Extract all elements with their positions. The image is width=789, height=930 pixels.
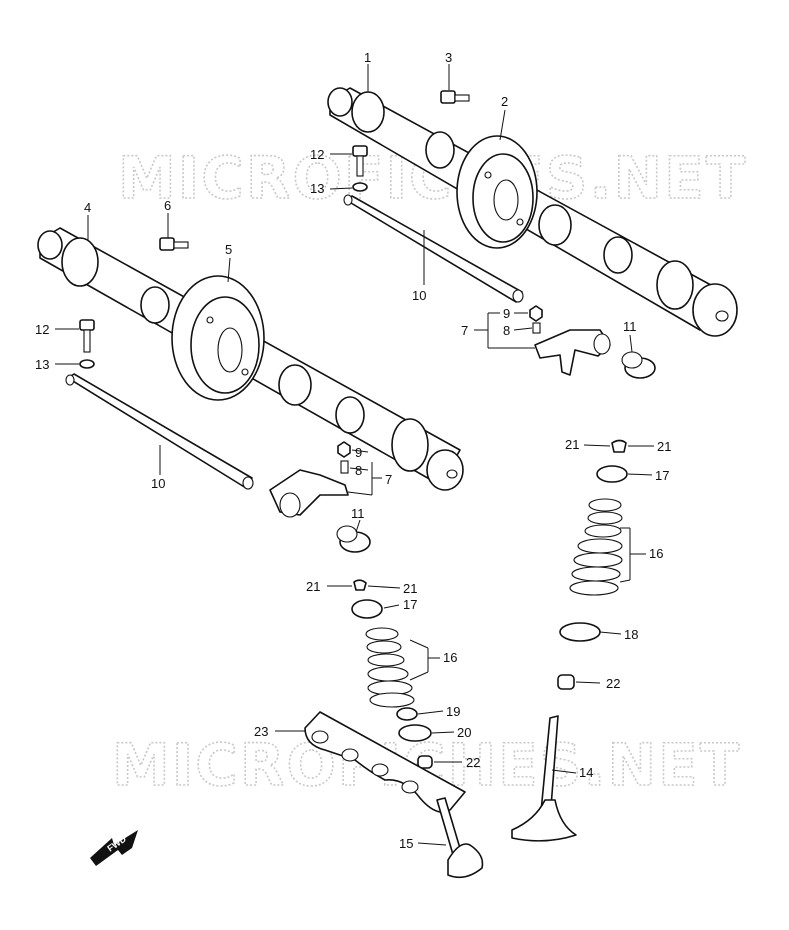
callout-21-right-b: 21: [657, 439, 671, 454]
valve-seal-left: [417, 755, 433, 769]
callout-12-lower: 12: [35, 322, 49, 337]
callout-10-upper: 10: [412, 288, 426, 303]
bolt-12-upper: [352, 145, 368, 177]
valve-cotter-right: [611, 439, 627, 453]
cam-sprocket-upper: [456, 135, 538, 249]
callout-6: 6: [164, 198, 171, 213]
head-plate: [304, 711, 466, 813]
callout-18: 18: [624, 627, 638, 642]
rocker-arm-upper: [534, 329, 611, 376]
callout-17-left: 17: [403, 597, 417, 612]
valve-retainer-left: [351, 599, 383, 619]
callout-8-lower: 8: [355, 463, 362, 478]
cam-sprocket-lower: [171, 275, 265, 401]
spring-washer-left: [398, 724, 432, 742]
washer-13-upper: [352, 182, 368, 192]
callout-17-right: 17: [655, 468, 669, 483]
callout-12-upper: 12: [310, 147, 324, 162]
callout-16-right: 16: [649, 546, 663, 561]
callout-19: 19: [446, 704, 460, 719]
callout-20: 20: [457, 725, 471, 740]
rocker-arm-lower: [269, 469, 349, 518]
callout-7-lower: 7: [385, 472, 392, 487]
callout-8-upper: 8: [503, 323, 510, 338]
callout-2: 2: [501, 94, 508, 109]
valve-left: [436, 797, 484, 879]
callout-21-left-a: 21: [306, 579, 320, 594]
callout-3: 3: [445, 50, 452, 65]
adjuster-nut-lower: [337, 441, 351, 458]
spring-seat-inner-left: [396, 707, 418, 721]
callout-labels: 1 2 3 4 5 6 7 7 8 8 9 9 10 10 11 11 12 1…: [35, 50, 671, 851]
bolt-12-lower: [79, 319, 95, 353]
callout-16-left: 16: [443, 650, 457, 665]
rocker-shaft-upper: [343, 194, 524, 303]
washer-13-lower: [79, 359, 95, 369]
callout-13-lower: 13: [35, 357, 49, 372]
callout-1: 1: [364, 50, 371, 65]
valve-spring-right: [569, 498, 623, 596]
rocker-shaft-lower: [65, 373, 254, 490]
adjuster-nut-upper: [529, 305, 543, 322]
sprocket-bolt-upper: [440, 90, 470, 104]
callout-5: 5: [225, 242, 232, 257]
valve-seal-right: [557, 674, 575, 690]
rocker-spring-upper: [621, 351, 656, 379]
rocker-spring-lower: [336, 525, 371, 553]
callout-9-lower: 9: [355, 445, 362, 460]
callout-11-lower: 11: [351, 506, 365, 521]
callout-22-right: 22: [606, 676, 620, 691]
callout-22-left: 22: [466, 755, 480, 770]
valve-spring-left: [365, 627, 415, 708]
callout-11-upper: 11: [623, 319, 637, 334]
callout-4: 4: [84, 200, 91, 215]
callout-21-right-a: 21: [565, 437, 579, 452]
callout-23: 23: [254, 724, 268, 739]
valve-retainer-right: [596, 465, 628, 483]
callout-15: 15: [399, 836, 413, 851]
callout-10-lower: 10: [151, 476, 165, 491]
callout-14: 14: [579, 765, 593, 780]
adjuster-screw-upper: [532, 322, 541, 334]
callout-9-upper: 9: [503, 306, 510, 321]
spring-seat-right: [559, 622, 601, 642]
sprocket-bolt-lower: [159, 237, 189, 251]
valve-cotter-left: [353, 579, 367, 591]
leader-lines: [55, 64, 654, 846]
callout-7-upper: 7: [461, 323, 468, 338]
fwd-arrow: FWD: [90, 830, 138, 866]
adjuster-screw-lower: [340, 460, 349, 474]
callout-13-upper: 13: [310, 181, 324, 196]
valve-right: [511, 715, 577, 842]
callout-21-left-b: 21: [403, 581, 417, 596]
